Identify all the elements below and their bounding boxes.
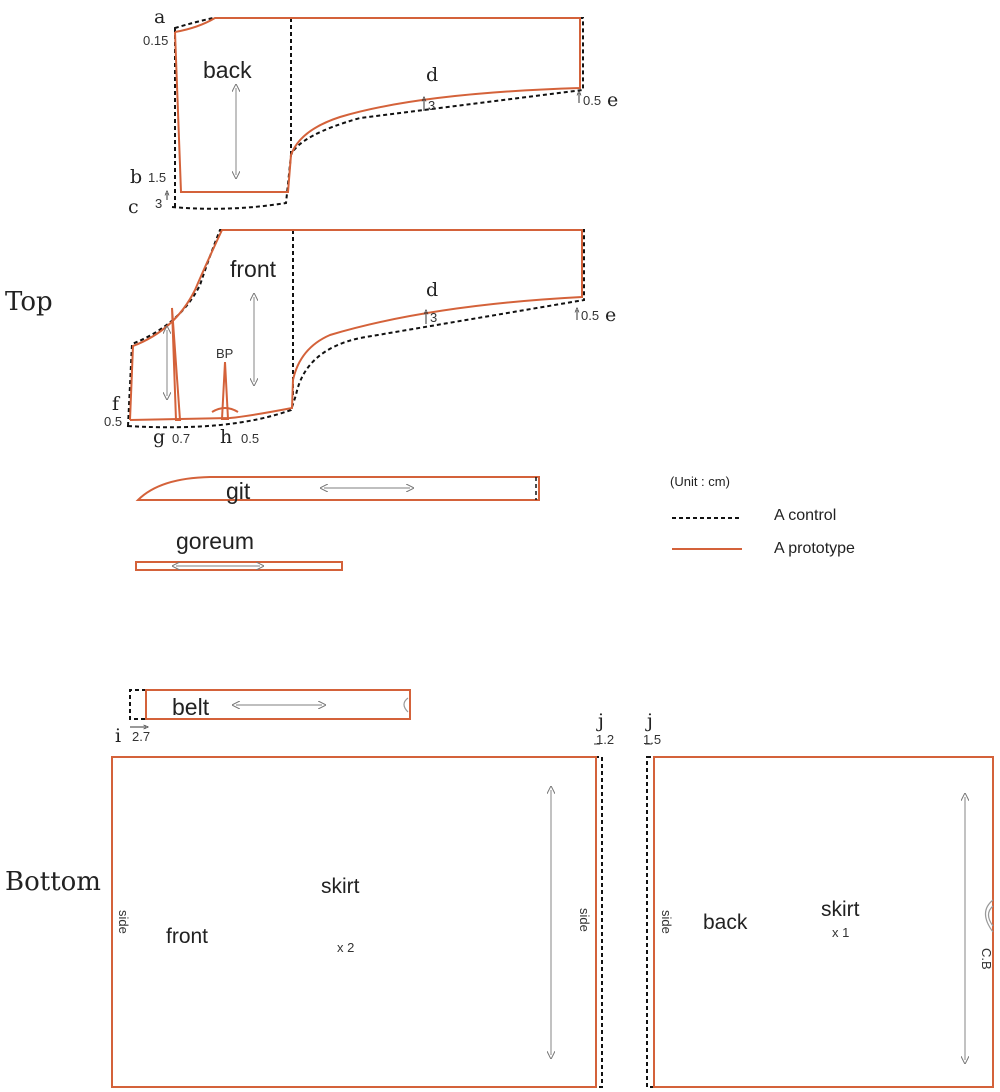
- measure-g: 0.7: [172, 431, 190, 446]
- front-prototype-outline: [129, 229, 583, 421]
- legend: (Unit : cm) A control A prototype: [670, 474, 855, 557]
- measure-b: 1.5: [148, 170, 166, 185]
- point-d-back-label: d: [426, 64, 438, 86]
- front-dart-g: [171, 307, 182, 421]
- measure-j-back: 1.5: [643, 732, 661, 747]
- back-label: back: [203, 57, 252, 83]
- belt-piece: [145, 689, 411, 720]
- skirt-front-name: skirt: [321, 875, 360, 898]
- point-e-front-label: e: [605, 304, 616, 326]
- belt-control-outline: [129, 689, 146, 720]
- legend-control-label: A control: [774, 507, 836, 524]
- skirt-back-name: skirt: [821, 898, 860, 921]
- skirt-back-side-left: side: [659, 910, 674, 934]
- point-j-front-label: j: [596, 710, 604, 732]
- skirt-back-control-outline: [646, 756, 994, 1088]
- section-label-top: Top: [5, 287, 53, 317]
- belt-label: belt: [172, 694, 210, 720]
- skirt-front-side-right: side: [577, 908, 592, 932]
- back-control-outline: [171, 17, 584, 210]
- skirt-front-piece: [111, 756, 597, 1088]
- skirt-back-count: x 1: [832, 925, 849, 940]
- goreum-label: goreum: [176, 528, 254, 554]
- measure-a: 0.15: [143, 33, 168, 48]
- measure-i: 2.7: [132, 729, 150, 744]
- front-label: front: [230, 256, 277, 282]
- point-h-label: h: [220, 426, 232, 448]
- point-b-label: b: [130, 166, 142, 188]
- skirt-front-side-left: side: [116, 910, 131, 934]
- point-d-front-label: d: [426, 279, 438, 301]
- git-piece: [135, 476, 540, 501]
- point-e-back-label: e: [607, 89, 618, 111]
- git-label: git: [226, 478, 251, 504]
- skirt-back-label: back: [703, 911, 748, 934]
- front-dart-bp: [220, 361, 230, 420]
- measure-d-back: 3: [428, 98, 435, 113]
- point-c-label: c: [128, 196, 139, 218]
- skirt-front-control-outline: [111, 756, 603, 1088]
- skirt-back-cb-curve: [984, 899, 994, 933]
- measure-h: 0.5: [241, 431, 259, 446]
- belt-end-curve: [403, 697, 409, 713]
- measure-c: 3: [155, 196, 162, 211]
- measure-e-back: 0.5: [583, 93, 601, 108]
- legend-unit: (Unit : cm): [670, 474, 730, 489]
- point-bp-label: BP: [216, 346, 233, 361]
- section-label-bottom: Bottom: [5, 867, 101, 897]
- skirt-front-label: front: [166, 925, 208, 948]
- skirt-back-piece: [653, 756, 994, 1088]
- back-bodice-piece: [171, 17, 584, 210]
- point-g-label: g: [153, 426, 165, 448]
- skirt-front-count: x 2: [337, 940, 354, 955]
- point-a-label: a: [154, 6, 165, 28]
- point-j-back-label: j: [645, 710, 653, 732]
- measure-d-front: 3: [430, 310, 437, 325]
- point-f-label: f: [112, 393, 121, 415]
- point-i-label: i: [115, 725, 121, 747]
- measure-e-front: 0.5: [581, 308, 599, 323]
- skirt-back-center-label: C.B: [979, 948, 994, 970]
- measure-j-front: 1.2: [596, 732, 614, 747]
- front-bodice-piece: [126, 229, 585, 429]
- front-dart-bp-curve: [211, 407, 239, 413]
- measure-f: 0.5: [104, 414, 122, 429]
- legend-prototype-label: A prototype: [774, 540, 855, 557]
